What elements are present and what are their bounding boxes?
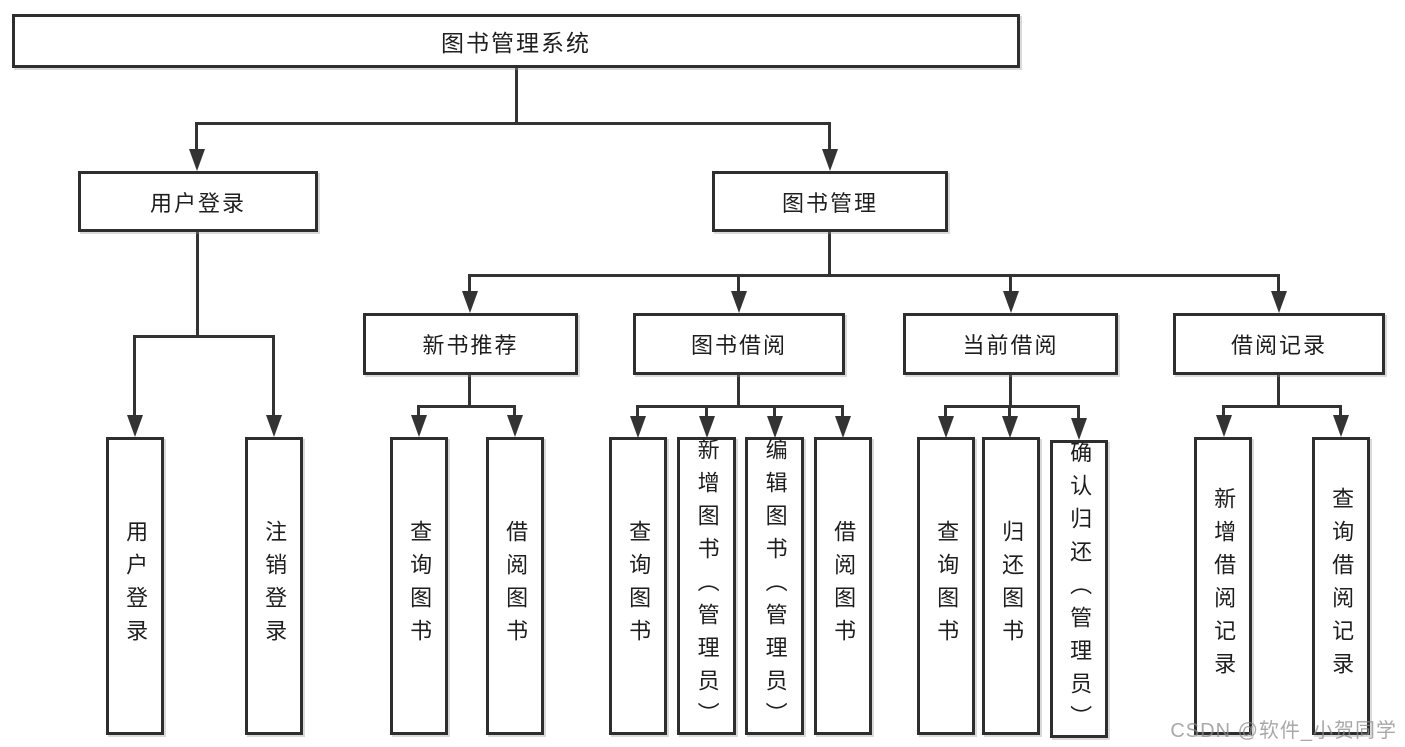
connector-book-management-branch [468,274,1280,277]
connector-arrow-borrowing-records [1270,274,1287,313]
connector-borrowing-records-stem [1277,375,1280,405]
leaf-return-books-label: 归还图书 [999,520,1025,652]
leaf-confirm-return-admin: 确认归还（管理员） [1050,440,1108,738]
connector-arrow-query-books-2 [629,405,646,438]
node-current-borrowing-label: 当前借阅 [962,333,1059,358]
node-current-borrowing: 当前借阅 [903,313,1118,375]
connector-arrow-borrow-books-1 [506,405,523,437]
connector-arrow-current-borrowing [1002,274,1019,313]
leaf-query-books-3-label: 查询图书 [934,520,960,652]
connector-arrow-borrow-books-2 [834,405,851,438]
leaf-query-books-2-label: 查询图书 [626,520,652,652]
leaf-query-books-1: 查询图书 [390,437,448,735]
node-borrowing-records-label: 借阅记录 [1230,333,1327,358]
leaf-logout: 注销登录 [245,437,303,735]
connector-arrow-add-books [698,405,715,438]
leaf-add-books-admin-label: 新增图书（管理员） [694,437,720,735]
connector-arrow-new-book-recommendation [461,274,478,313]
connector-arrow-user-login [188,122,205,171]
leaf-add-books-admin: 新增图书（管理员） [677,437,736,735]
leaf-query-books-1-label: 查询图书 [407,520,433,652]
connector-arrow-return-books [1001,405,1018,438]
leaf-user-login: 用户登录 [106,437,164,735]
leaf-borrow-books-2-label: 借阅图书 [831,520,857,652]
leaf-edit-books-admin-label: 编辑图书（管理员） [762,437,788,735]
connector-book-borrowing-branch [636,405,844,408]
node-library-system: 图书管理系统 [12,14,1020,68]
node-book-borrowing-label: 图书借阅 [690,333,787,358]
node-library-system-label: 图书管理系统 [441,30,591,56]
node-new-book-recommendation-label: 新书推荐 [422,333,519,358]
connector-arrow-query-books-3 [937,405,954,438]
watermark-text: CSDN @软件_小贺同学 [1170,720,1397,742]
connector-arrow-leaf-user-login [126,335,143,437]
connector-borrowing-records-branch [1222,405,1342,408]
connector-arrow-query-borrow-record [1332,405,1349,437]
leaf-query-books-2: 查询图书 [609,437,667,735]
node-book-management-label: 图书管理 [781,190,878,216]
leaf-query-books-3: 查询图书 [917,437,975,735]
connector-new-book-stem [468,375,471,405]
leaf-logout-label: 注销登录 [262,520,288,652]
leaf-return-books: 归还图书 [982,437,1040,735]
leaf-query-borrow-record: 查询借阅记录 [1312,437,1370,735]
node-user-login-label: 用户登录 [149,190,246,216]
connector-arrow-add-borrow-record [1215,405,1232,437]
connector-book-management-stem [828,232,831,274]
connector-arrow-query-books-1 [410,405,427,437]
connector-current-borrowing-branch [944,405,1080,408]
leaf-add-borrow-record: 新增借阅记录 [1194,437,1252,735]
connector-new-book-branch [417,405,516,408]
leaf-user-login-label: 用户登录 [123,520,149,652]
node-user-login: 用户登录 [78,171,318,232]
leaf-query-borrow-record-label: 查询借阅记录 [1329,487,1355,685]
connector-arrow-confirm-return [1070,405,1087,440]
node-borrowing-records: 借阅记录 [1173,313,1385,375]
connector-user-login-stem [196,232,199,335]
connector-user-login-branch [133,335,275,338]
connector-root-stem [515,68,518,122]
connector-arrow-leaf-logout [265,335,282,437]
connector-book-borrowing-stem [737,375,740,405]
connector-arrow-book-borrowing [730,274,747,313]
connector-current-borrowing-stem [1009,375,1012,405]
node-new-book-recommendation: 新书推荐 [363,313,578,375]
leaf-confirm-return-admin-label: 确认归还（管理员） [1067,440,1093,738]
node-book-management: 图书管理 [712,171,948,232]
leaf-borrow-books-1: 借阅图书 [486,437,544,735]
connector-root-branch [196,122,831,125]
leaf-borrow-books-2: 借阅图书 [814,437,872,735]
connector-arrow-edit-books [766,405,783,438]
connector-arrow-book-management [821,122,838,171]
leaf-edit-books-admin: 编辑图书（管理员） [745,437,804,735]
node-book-borrowing: 图书借阅 [633,313,845,375]
leaf-add-borrow-record-label: 新增借阅记录 [1211,487,1237,685]
leaf-borrow-books-1-label: 借阅图书 [503,520,529,652]
